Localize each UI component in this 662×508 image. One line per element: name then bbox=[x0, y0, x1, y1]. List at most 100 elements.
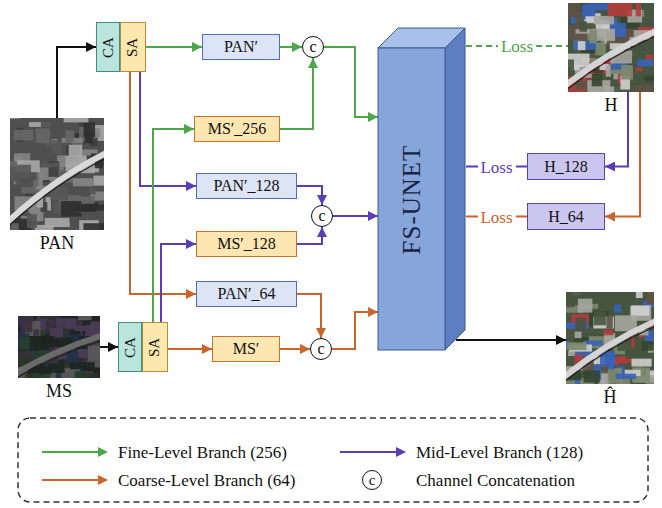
connector bbox=[280, 46, 302, 48]
image-patch bbox=[600, 351, 615, 366]
image-patch bbox=[606, 316, 612, 328]
image-patch bbox=[18, 323, 19, 329]
output-image: Ĥ bbox=[566, 292, 654, 384]
image-patch bbox=[73, 178, 94, 186]
image-patch bbox=[578, 299, 593, 313]
image-patch bbox=[621, 65, 633, 80]
connector bbox=[605, 92, 640, 217]
image-patch bbox=[12, 223, 19, 230]
image-patch bbox=[56, 143, 62, 156]
image-patch bbox=[10, 165, 31, 179]
image-patch bbox=[619, 356, 626, 363]
connector bbox=[324, 47, 378, 117]
connector bbox=[146, 46, 202, 48]
image-patch bbox=[56, 318, 76, 328]
connector bbox=[100, 346, 118, 348]
box-label: H_128 bbox=[544, 159, 588, 175]
box-label: PAN′ bbox=[224, 39, 258, 55]
image-track bbox=[10, 157, 104, 230]
connector bbox=[280, 58, 313, 129]
legend-frame bbox=[18, 418, 648, 502]
image-patch bbox=[567, 342, 587, 350]
concat-circle: c bbox=[310, 338, 332, 360]
image-patch bbox=[594, 312, 606, 326]
satellite-image bbox=[10, 118, 104, 230]
legend-line bbox=[42, 479, 100, 481]
image-patch bbox=[70, 362, 95, 369]
image-label: H bbox=[605, 96, 618, 114]
image-road bbox=[18, 335, 100, 375]
image-patch bbox=[84, 122, 95, 137]
image-patch bbox=[630, 306, 649, 316]
feature-box: MS′_256 bbox=[194, 116, 280, 142]
legend-text: Mid-Level Branch (128) bbox=[416, 444, 583, 461]
legend-arrowhead bbox=[98, 475, 108, 485]
spatial-attention-box: SA bbox=[142, 322, 168, 372]
image-patch bbox=[69, 145, 82, 157]
image-label: PAN bbox=[40, 234, 74, 252]
image-patch bbox=[64, 118, 89, 122]
concat-symbol: c bbox=[362, 470, 382, 490]
legend-text: Fine-Level Branch (256) bbox=[118, 444, 287, 461]
concat-circle: c bbox=[302, 36, 324, 58]
loss-label: Loss bbox=[477, 158, 515, 175]
image-patch bbox=[631, 359, 651, 367]
feature-box: PAN′_64 bbox=[196, 281, 297, 307]
image-patch bbox=[644, 3, 654, 18]
network-block: FS-UNET bbox=[378, 48, 445, 350]
legend-text: Coarse-Level Branch (64) bbox=[118, 472, 295, 489]
satellite-image bbox=[566, 292, 654, 384]
concat-symbol: c bbox=[317, 341, 324, 357]
image-patch bbox=[636, 3, 641, 16]
block-front-face bbox=[378, 48, 445, 350]
legend-arrowhead bbox=[98, 447, 108, 457]
image-patch bbox=[633, 85, 652, 92]
image-patch bbox=[74, 371, 84, 378]
legend-sample bbox=[38, 470, 110, 490]
connector bbox=[456, 339, 566, 341]
connector bbox=[280, 348, 310, 350]
image-patch bbox=[566, 298, 575, 308]
image-patch bbox=[578, 41, 586, 50]
image-patch bbox=[36, 128, 50, 143]
legend-entry: Coarse-Level Branch (64) bbox=[38, 470, 295, 490]
image-label: MS bbox=[46, 382, 72, 400]
feature-box: MS′_128 bbox=[196, 231, 297, 257]
attention-label: SA bbox=[126, 37, 141, 56]
legend-entry: Fine-Level Branch (256) bbox=[38, 442, 287, 462]
spatial-attention-box: SA bbox=[120, 22, 146, 72]
image-patch bbox=[10, 118, 20, 119]
image-patch bbox=[592, 74, 603, 86]
image-patch bbox=[78, 316, 92, 320]
concat-symbol: c bbox=[318, 208, 325, 224]
target-box: H_128 bbox=[527, 153, 605, 180]
channel-attention-box: CA bbox=[96, 22, 120, 72]
image-patch bbox=[10, 161, 17, 167]
image-patch bbox=[568, 59, 574, 75]
connector bbox=[297, 227, 322, 244]
connector bbox=[297, 186, 322, 205]
image-patch bbox=[27, 214, 37, 228]
image-patch bbox=[33, 374, 50, 378]
box-label: MS′_256 bbox=[208, 121, 267, 137]
feature-box: PAN′ bbox=[202, 34, 280, 60]
image-patch bbox=[583, 370, 599, 382]
connector bbox=[57, 47, 96, 118]
channel-attention-box: CA bbox=[118, 322, 142, 372]
concat-circle: c bbox=[311, 205, 333, 227]
image-patch bbox=[615, 23, 626, 37]
connector bbox=[333, 215, 378, 217]
image-patch bbox=[614, 304, 621, 312]
attention-label: CA bbox=[123, 337, 138, 358]
connector bbox=[130, 72, 196, 294]
target-image: H bbox=[568, 3, 654, 92]
image-patch bbox=[642, 341, 654, 351]
image-patch bbox=[14, 130, 34, 140]
connector bbox=[605, 92, 628, 167]
image-patch bbox=[616, 374, 636, 379]
image-patch bbox=[588, 311, 608, 326]
attention-label: CA bbox=[101, 37, 116, 58]
image-patch bbox=[594, 16, 614, 25]
image-track bbox=[566, 325, 654, 384]
